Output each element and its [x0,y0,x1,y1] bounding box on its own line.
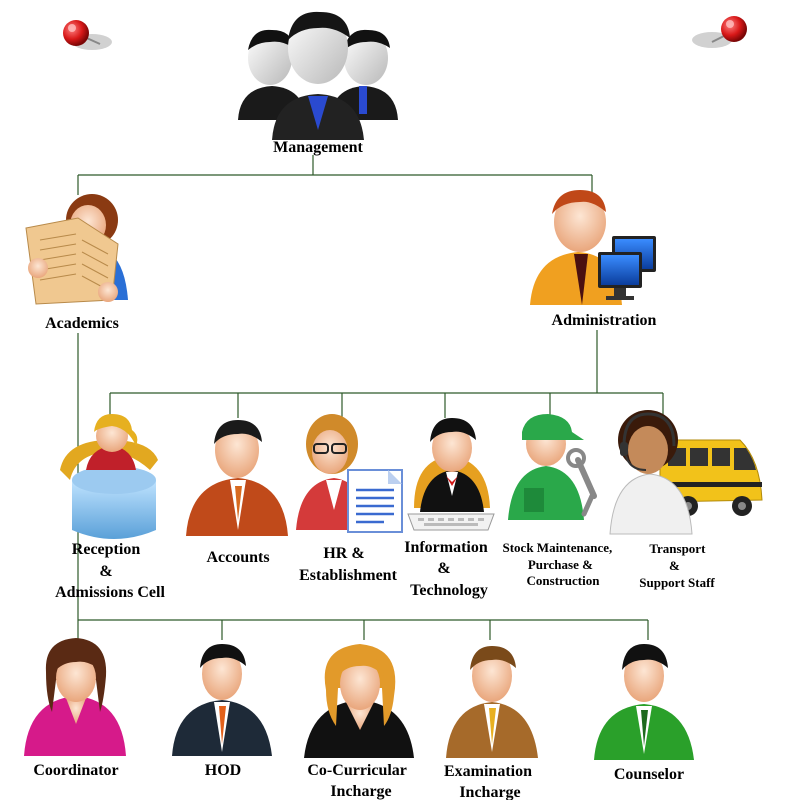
transport-line-3: Support Staff [639,575,715,590]
reception-line-3: Admissions Cell [55,584,165,601]
mechanic-wrench-icon [508,414,597,520]
management-label: Management [273,139,363,156]
hr-line-2: Establishment [299,567,397,584]
man-suit-icon [172,644,272,756]
it-line-3: Technology [410,582,488,599]
support-staff-bus-icon [609,410,763,535]
hod-label: HOD [205,762,241,779]
connector-lines [77,155,664,640]
it-label: Information & Technology [404,539,492,599]
reception-desk-icon [60,414,158,539]
cocurricular-label: Co-Curricular Incharge [307,762,410,800]
stock-line-3: Construction [527,573,601,588]
businesswoman-document-icon [296,414,403,533]
it-line-2: & [437,560,450,577]
newspaper-reader-icon [25,194,128,305]
examination-label: Examination Incharge [444,763,536,800]
pushpin-icon [63,20,112,50]
cocurricular-line-1: Co-Curricular [307,762,406,779]
transport-line-1: Transport [649,541,706,556]
man-suit-icon [446,646,538,758]
hr-label: HR & Establishment [299,545,397,584]
stock-line-2: Purchase & [528,557,593,572]
accounts-label: Accounts [206,549,269,566]
hr-line-1: HR & [323,545,364,562]
examination-line-2: Incharge [459,784,520,800]
man-suit-icon [594,644,694,760]
transport-line-2: & [669,558,680,573]
pushpin-icon [692,16,747,48]
it-line-1: Information [404,539,488,556]
businessman-icon [186,420,288,536]
transport-label: Transport & Support Staff [639,541,715,590]
stock-line-1: Stock Maintenance, [502,540,612,555]
academics-label: Academics [45,315,119,332]
woman-icon [304,644,414,758]
management-group-icon [238,11,398,140]
counselor-label: Counselor [614,766,684,783]
examination-line-1: Examination [444,763,532,780]
administration-label: Administration [552,312,657,329]
reception-line-2: & [99,563,112,580]
reception-line-1: Reception [72,541,141,558]
cocurricular-line-2: Incharge [330,783,391,800]
stock-label: Stock Maintenance, Purchase & Constructi… [502,540,615,588]
woman-icon [24,638,126,756]
coordinator-label: Coordinator [33,762,118,779]
tech-worker-keyboard-icon [407,418,495,531]
reception-label: Reception & Admissions Cell [55,541,165,601]
computer-admin-icon [530,190,656,305]
